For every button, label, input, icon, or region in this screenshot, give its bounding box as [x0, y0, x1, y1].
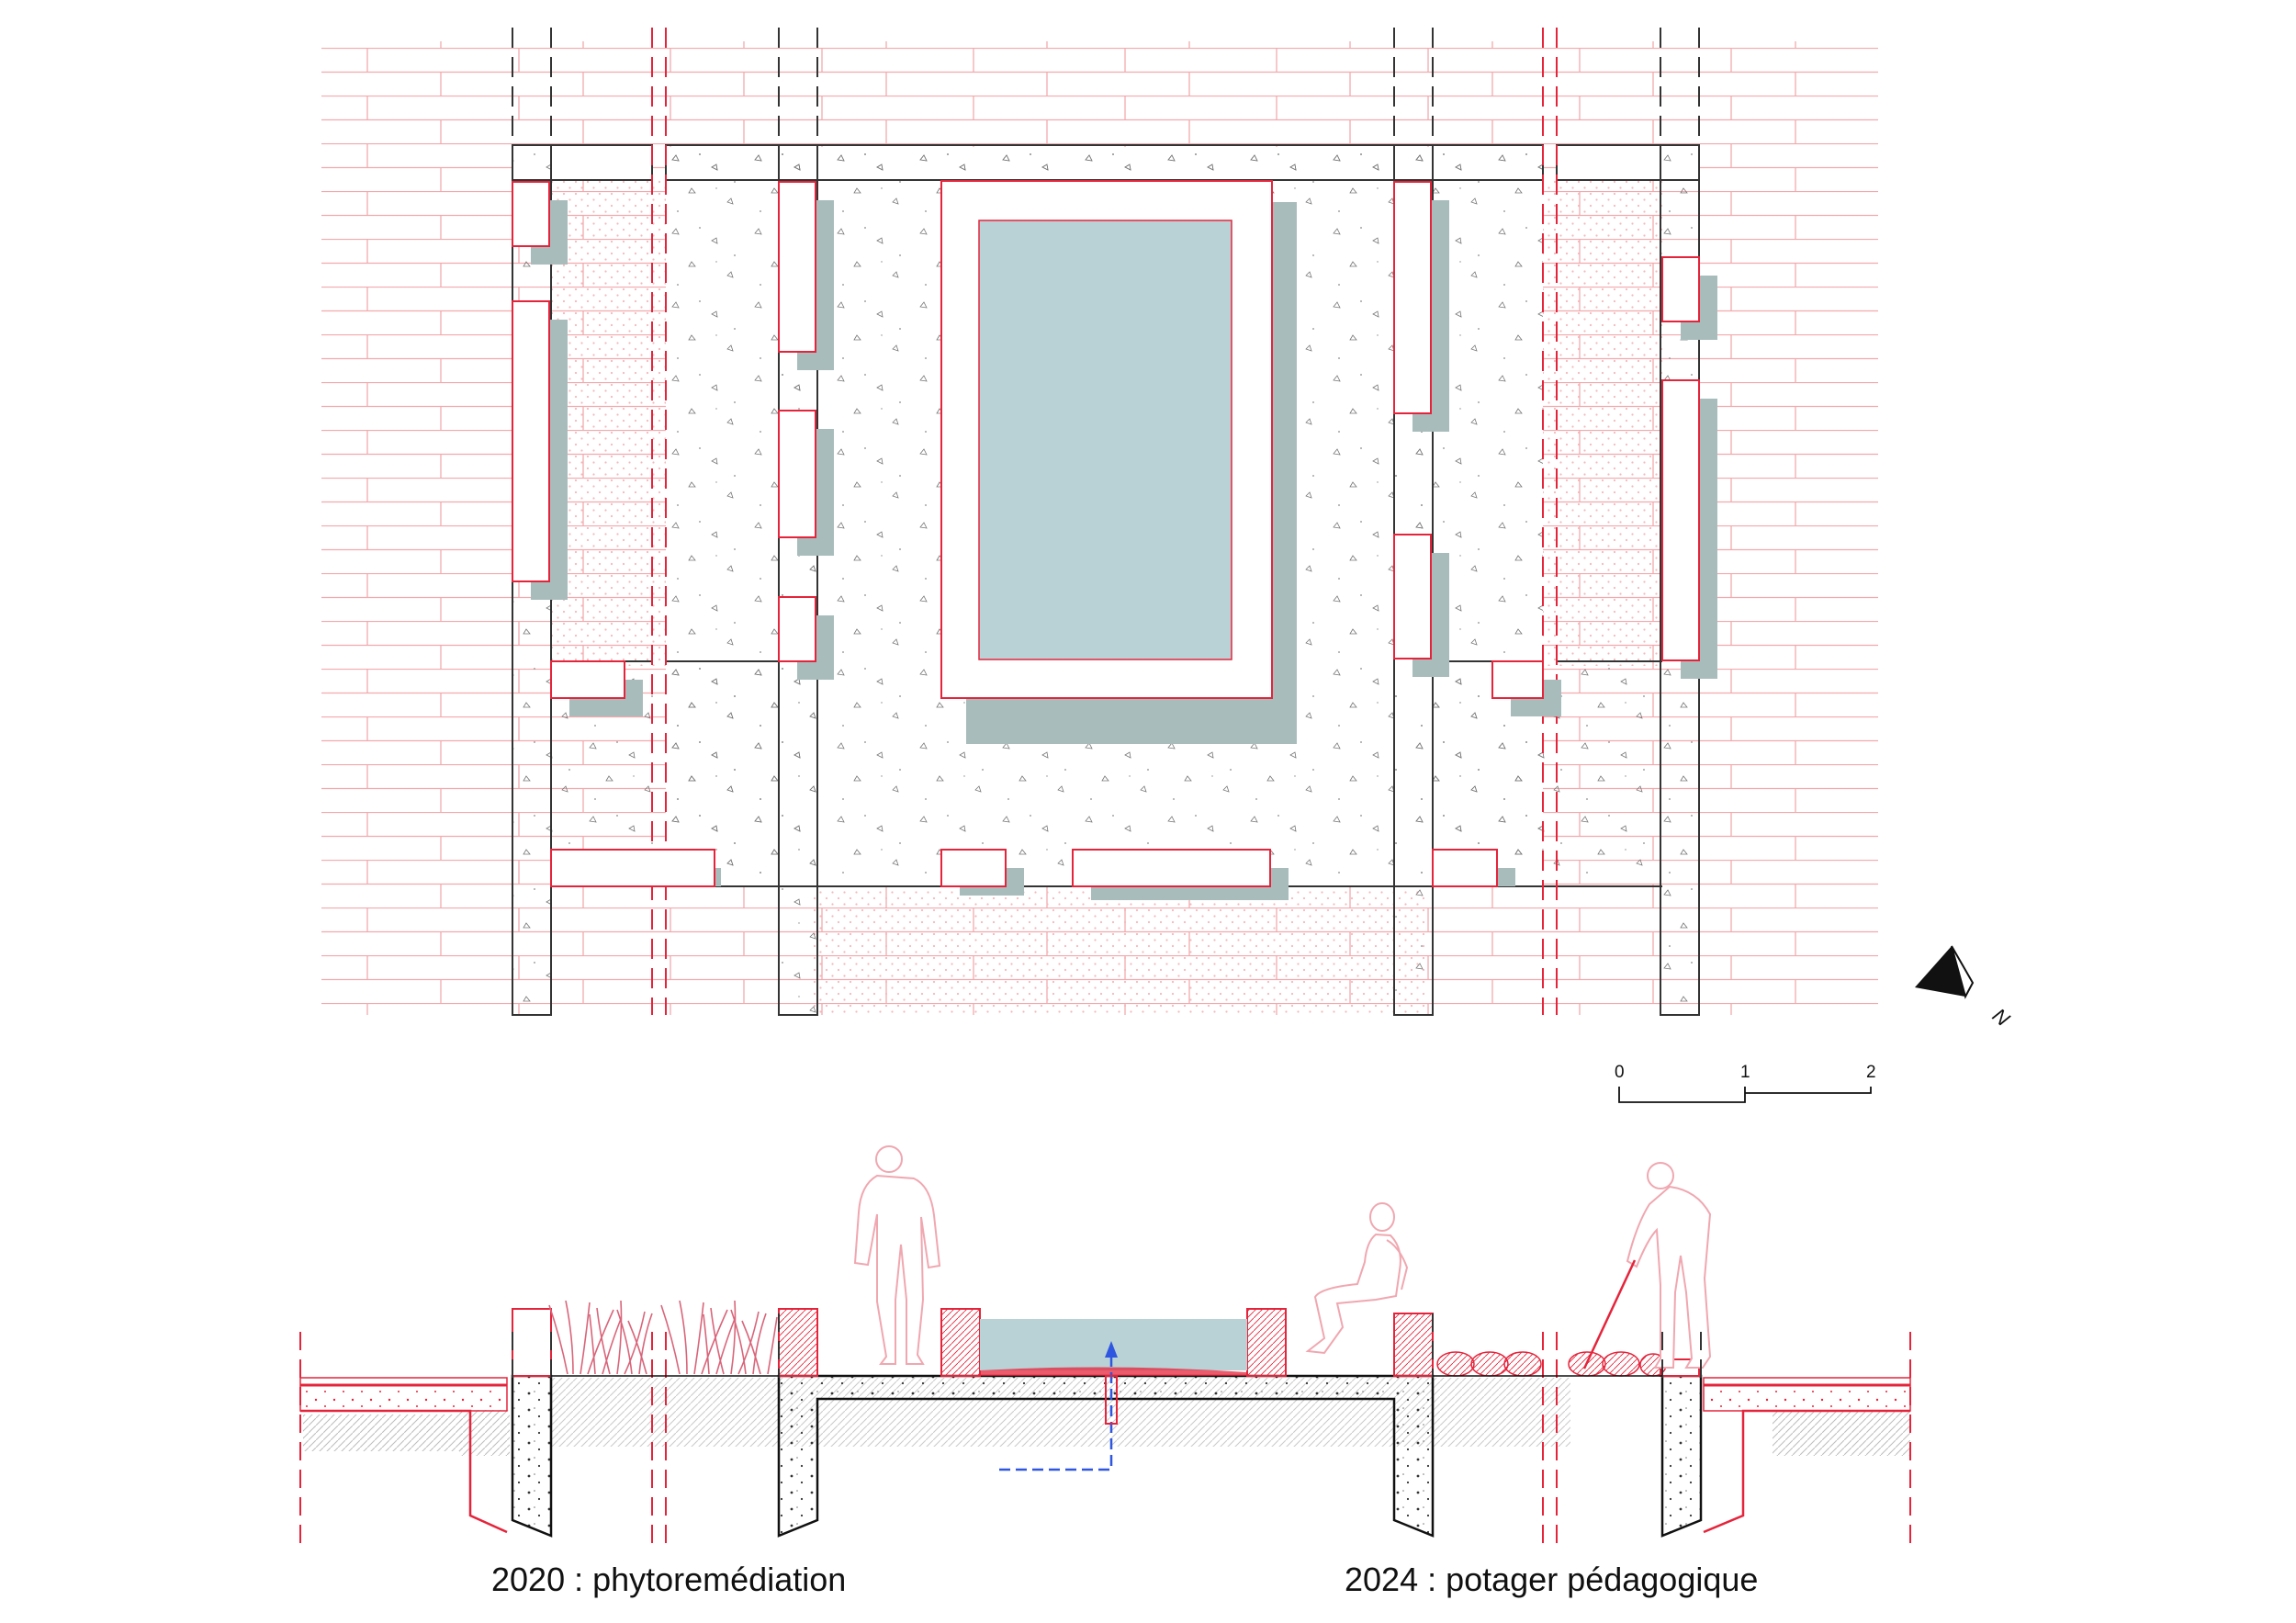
- vegetable-beds: [1436, 1351, 1667, 1377]
- planting-bed-south: [813, 886, 1428, 1015]
- section-water-bed: [980, 1367, 1247, 1376]
- north-arrow-icon: N: [1915, 945, 2014, 1031]
- drain-pipe-icon: [999, 1341, 1118, 1471]
- site-plan: N 0 1 2: [321, 28, 2014, 1103]
- basin-water: [978, 220, 1232, 660]
- north-label: N: [1988, 1004, 2014, 1031]
- person-standing-icon: [853, 1145, 941, 1365]
- scale-tick-2: 2: [1866, 1063, 1876, 1082]
- caption-2024: 2024 : potager pédagogique: [1345, 1561, 1758, 1598]
- paving-right-edge: [1703, 1377, 1911, 1534]
- section-water: [980, 1319, 1247, 1370]
- section-wall-left: [511, 1374, 553, 1538]
- scale-tick-1: 1: [1740, 1063, 1750, 1082]
- section-wall-right: [1660, 1374, 1703, 1538]
- scale-bar: 0 1 2: [1615, 1063, 1876, 1103]
- grass-planting: [548, 1300, 778, 1375]
- bench-group: [512, 181, 1717, 900]
- caption-2020: 2020 : phytoremédiation: [491, 1561, 846, 1598]
- section-slab: [777, 1374, 1435, 1538]
- person-gardening-icon: [1582, 1162, 1712, 1369]
- scale-tick-0: 0: [1615, 1063, 1625, 1082]
- site-section: [299, 1145, 1911, 1543]
- person-sitting-icon: [1305, 1202, 1409, 1355]
- soil-hatch-right: [1773, 1410, 1910, 1456]
